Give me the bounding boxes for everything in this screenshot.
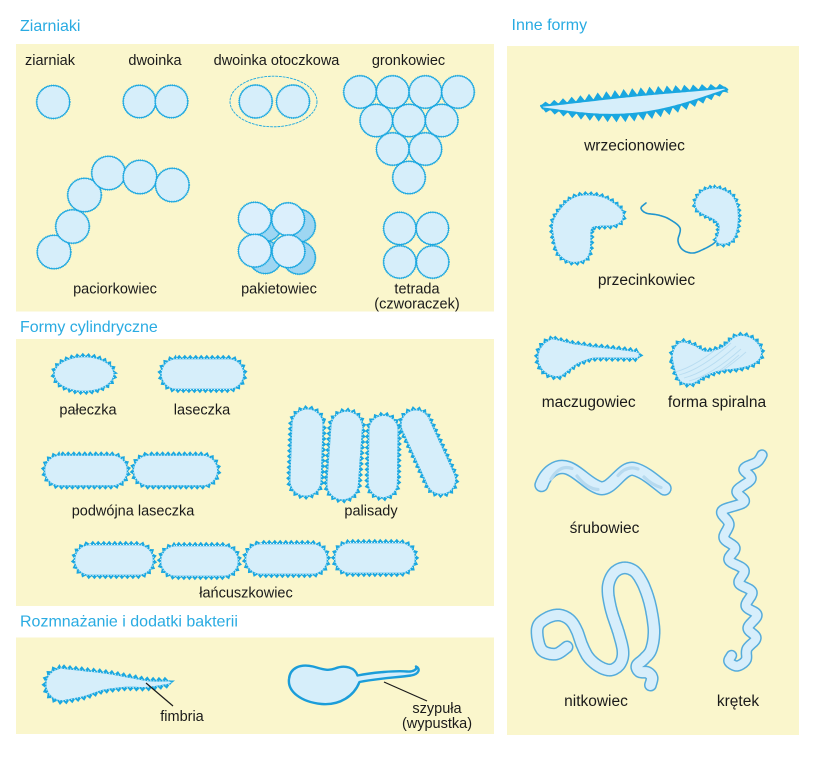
svg-text:śrubowiec: śrubowiec	[570, 520, 640, 537]
svg-text:laseczka: laseczka	[174, 403, 231, 419]
svg-text:(czworaczek): (czworaczek)	[374, 297, 459, 313]
svg-text:wrzecionowiec: wrzecionowiec	[583, 138, 685, 155]
svg-text:gronkowiec: gronkowiec	[372, 53, 445, 69]
svg-text:szypuła: szypuła	[412, 701, 462, 717]
svg-text:dwoinka otoczkowa: dwoinka otoczkowa	[214, 53, 341, 69]
svg-text:(wypustka): (wypustka)	[402, 716, 472, 732]
svg-text:podwójna laseczka: podwójna laseczka	[72, 504, 195, 520]
svg-text:pałeczka: pałeczka	[59, 403, 117, 419]
svg-text:nitkowiec: nitkowiec	[564, 693, 628, 710]
svg-text:maczugowiec: maczugowiec	[542, 394, 636, 411]
svg-text:Inne formy: Inne formy	[512, 17, 588, 34]
svg-text:łańcuszkowiec: łańcuszkowiec	[199, 586, 293, 602]
svg-text:ziarniak: ziarniak	[25, 53, 76, 69]
svg-text:krętek: krętek	[717, 693, 759, 710]
svg-text:fimbria: fimbria	[160, 709, 204, 725]
svg-text:dwoinka: dwoinka	[128, 53, 182, 69]
svg-text:paciorkowiec: paciorkowiec	[73, 282, 157, 298]
svg-text:Formy cylindryczne: Formy cylindryczne	[20, 319, 158, 336]
svg-text:przecinkowiec: przecinkowiec	[598, 272, 696, 289]
svg-text:pakietowiec: pakietowiec	[241, 282, 317, 298]
svg-text:tetrada: tetrada	[394, 282, 440, 298]
svg-text:forma spiralna: forma spiralna	[668, 394, 767, 411]
svg-text:Ziarniaki: Ziarniaki	[20, 18, 80, 35]
svg-text:Rozmnażanie i dodatki bakterii: Rozmnażanie i dodatki bakterii	[20, 614, 238, 631]
svg-text:palisady: palisady	[344, 504, 398, 520]
